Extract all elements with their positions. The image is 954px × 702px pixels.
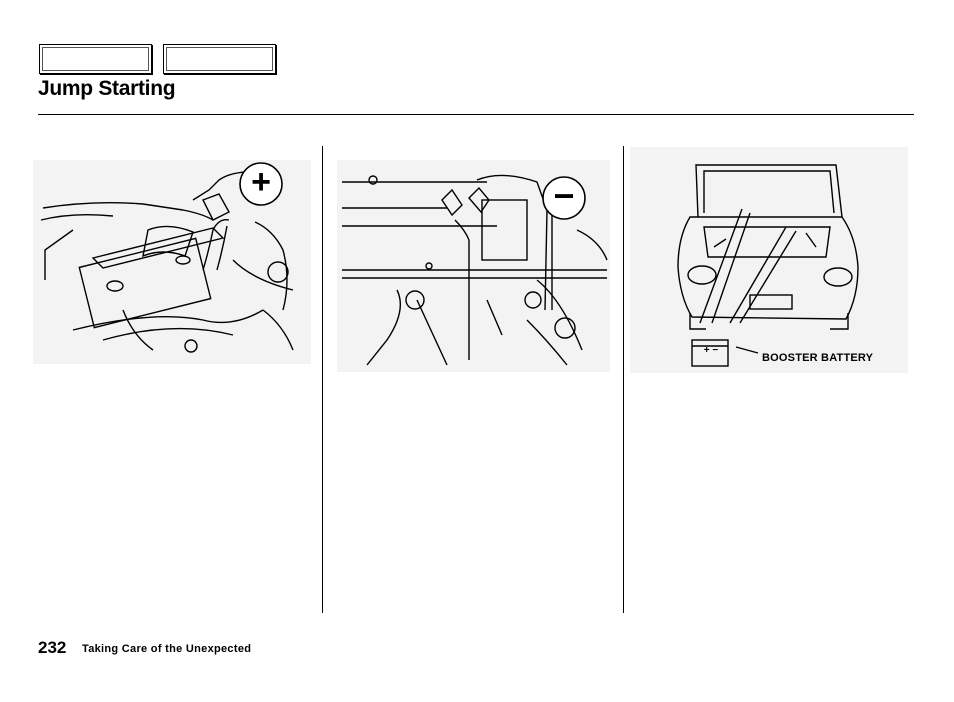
positive-symbol-icon: + bbox=[251, 163, 271, 201]
page-title: Jump Starting bbox=[38, 77, 176, 100]
header-rule bbox=[38, 114, 914, 115]
next-page-button-frame bbox=[166, 47, 273, 71]
prev-page-button-frame bbox=[42, 47, 149, 71]
positive-terminal-illustration bbox=[33, 160, 311, 364]
negative-ground-drawing bbox=[342, 174, 608, 366]
car-booster-drawing bbox=[677, 164, 859, 367]
booster-battery-label: BOOSTER BATTERY bbox=[762, 352, 874, 364]
battery-terminals-icon: + − bbox=[703, 345, 719, 356]
prev-page-button[interactable] bbox=[39, 44, 152, 74]
negative-ground-illustration bbox=[337, 160, 610, 372]
booster-battery-illustration bbox=[630, 147, 908, 373]
negative-symbol-icon: − bbox=[553, 175, 575, 216]
next-page-button[interactable] bbox=[163, 44, 276, 74]
column-divider-left bbox=[322, 146, 323, 613]
section-title: Taking Care of the Unexpected bbox=[82, 643, 252, 655]
column-divider-right bbox=[623, 146, 624, 613]
positive-terminal-drawing bbox=[40, 162, 294, 353]
page-number: 232 bbox=[38, 638, 67, 657]
